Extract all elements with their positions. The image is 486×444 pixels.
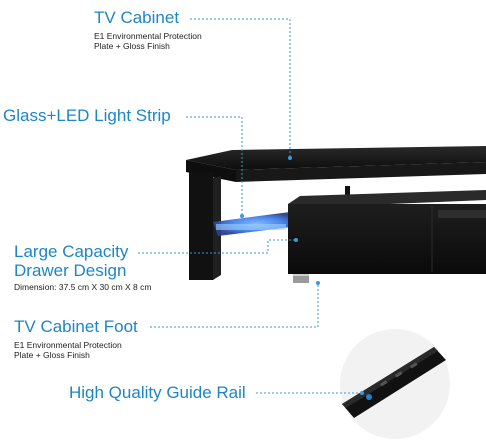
drawer-dimension: Dimension: 37.5 cm X 30 cm X 8 cm (14, 282, 152, 292)
cabinet-left-leg (189, 172, 213, 280)
foot-desc-line1: E1 Environmental Protection (14, 340, 122, 350)
guide-rail-detail (340, 329, 450, 439)
cabinet-desc-line1: E1 Environmental Protection (94, 31, 202, 41)
led-strip-glow (216, 224, 286, 230)
cabinet-drawer-top (288, 190, 486, 208)
led-title: Glass+LED Light Strip (3, 106, 171, 125)
leader-drawer (138, 239, 296, 254)
cabinet-foot-metal (293, 274, 309, 283)
leader-foot (150, 283, 319, 328)
cabinet-top-surface (186, 146, 486, 170)
cabinet-title: TV Cabinet (94, 8, 180, 27)
foot-title: TV Cabinet Foot (14, 317, 138, 336)
tv-cabinet (186, 146, 486, 283)
cabinet-desc-line2: Plate + Gloss Finish (94, 41, 170, 51)
leader-cabinet (190, 18, 291, 158)
foot-desc-line2: Plate + Gloss Finish (14, 350, 90, 360)
leader-led (186, 116, 243, 216)
cabinet-top-front-edge (186, 160, 236, 182)
rail-title: High Quality Guide Rail (69, 383, 246, 402)
drawer-title-line2: Drawer Design (14, 261, 127, 280)
drawer-title-line1: Large Capacity (14, 242, 129, 261)
callout-leader-lines (138, 18, 364, 395)
